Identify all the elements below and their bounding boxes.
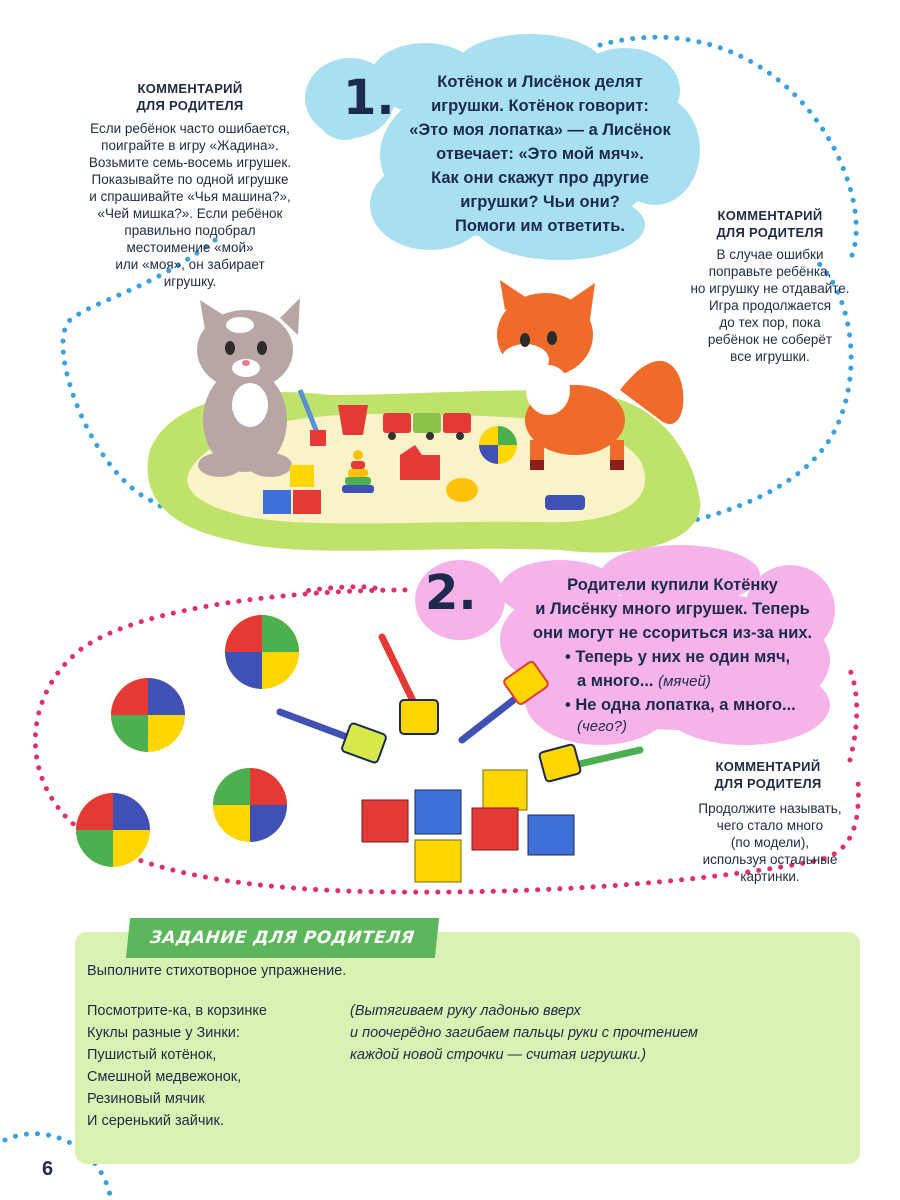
task-poem: Посмотрите-ка, в корзинке Куклы разные у… <box>87 1000 267 1132</box>
poem-line: Резиновый мячик <box>87 1091 205 1107</box>
section2-bullet2-hint: (чего?) <box>577 718 628 735</box>
toy-train <box>383 413 471 440</box>
cube <box>527 814 575 856</box>
instruction-line: (Вытягиваем руку ладонью вверх <box>350 1003 581 1019</box>
shovel <box>458 660 549 744</box>
fox-cub-illustration <box>497 280 684 470</box>
poem-line: Смешной медвежонок, <box>87 1069 242 1085</box>
shovel <box>276 708 387 764</box>
balls-group <box>76 615 299 867</box>
page-number: 6 <box>42 1158 54 1180</box>
ball <box>111 678 185 752</box>
comment-section2-title: КОММЕНТАРИЙ ДЛЯ РОДИТЕЛЯ <box>714 759 822 791</box>
section2-number: 2. <box>425 565 477 621</box>
poem-line: Пушистый котёнок, <box>87 1047 217 1063</box>
comment-right-text: В случае ошибки поправьте ребёнка, но иг… <box>690 247 850 364</box>
pink-dotted-path <box>32 584 861 895</box>
comment-left-text: Если ребёнок часто ошибается, поиграйте … <box>88 121 292 289</box>
ball <box>76 793 150 867</box>
instruction-line: и поочерёдно загибаем пальцы руки с проч… <box>350 1025 698 1041</box>
section2-bullet2: • Не одна лопатка, а много... <box>565 696 796 714</box>
comment-section2-text: Продолжите называть, чего стало много (п… <box>698 801 842 884</box>
ball <box>213 768 287 842</box>
red-bucket <box>338 405 368 435</box>
section1-number: 1. <box>343 70 395 126</box>
blue-speech-cloud <box>305 34 700 260</box>
cube <box>361 799 409 843</box>
cube <box>482 769 528 811</box>
comment-left-title: КОММЕНТАРИЙ ДЛЯ РОДИТЕЛЯ <box>136 81 244 113</box>
ball <box>225 615 299 689</box>
kitten-illustration <box>197 298 300 477</box>
section2-bullet1-cont: а много... (мячей) <box>577 672 711 690</box>
cube <box>471 807 519 851</box>
toy-car <box>545 495 585 510</box>
spinning-top <box>446 478 478 502</box>
section1-bubble-text: Котёнок и Лисёнок делят игрушки. Котёнок… <box>409 73 671 235</box>
shovels-group <box>276 633 644 783</box>
cube <box>414 789 462 835</box>
corner-dotted-path <box>2 1131 113 1198</box>
poem-line: И серенький зайчик. <box>87 1113 224 1129</box>
poem-line: Куклы разные у Зинки: <box>87 1025 240 1041</box>
cube <box>414 839 462 883</box>
instruction-line: каждой новой строчки — считая игрушки.) <box>350 1047 647 1063</box>
task-instructions: (Вытягиваем руку ладонью вверх и поочерё… <box>350 1000 698 1066</box>
shovel <box>538 743 644 783</box>
sandbox-scene <box>147 280 701 553</box>
shovel <box>378 633 439 735</box>
task-box <box>75 932 860 1164</box>
poem-line: Посмотрите-ка, в корзинке <box>87 1003 267 1019</box>
blue-dotted-path <box>60 34 859 548</box>
task-intro: Выполните стихотворное упражнение. <box>87 963 347 979</box>
comment-right-title: КОММЕНТАРИЙ ДЛЯ РОДИТЕЛЯ <box>716 208 824 240</box>
toy-horse <box>400 445 440 480</box>
task-label: ЗАДАНИЕ ДЛЯ РОДИТЕЛЯ <box>125 918 439 958</box>
pink-speech-cloud <box>415 545 835 745</box>
stacking-pyramid <box>342 450 374 493</box>
cubes-group <box>361 769 575 883</box>
section2-bullet1: • Теперь у них не один мяч, <box>565 648 791 666</box>
section2-bubble-text: Родители купили Котёнку и Лисёнку много … <box>532 576 813 642</box>
